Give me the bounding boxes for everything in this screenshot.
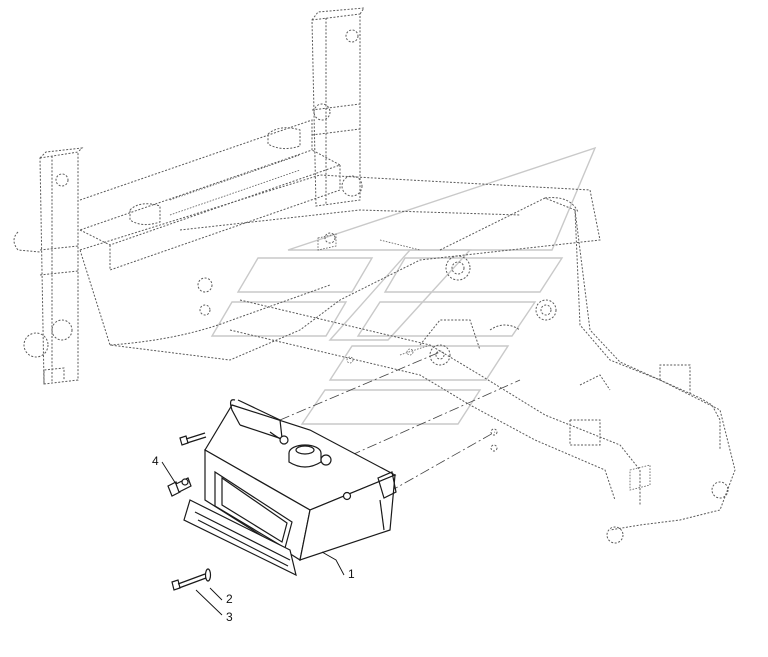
- callout-leaders: [161, 461, 345, 616]
- callout-2: 2: [226, 592, 233, 606]
- fuel-tank-assembly: [183, 399, 397, 577]
- chassis-frame: [13, 7, 736, 544]
- callout-3: 3: [226, 610, 233, 624]
- stylized-brand-watermark-icon: [210, 146, 597, 425]
- callout-1: 1: [348, 567, 355, 581]
- elbow-fitting: [167, 477, 192, 497]
- callout-4: 4: [152, 454, 159, 468]
- upper-bolt: [179, 432, 207, 446]
- callout-labels: 1 2 3 4: [152, 454, 355, 624]
- bolt-and-washer: [171, 568, 212, 591]
